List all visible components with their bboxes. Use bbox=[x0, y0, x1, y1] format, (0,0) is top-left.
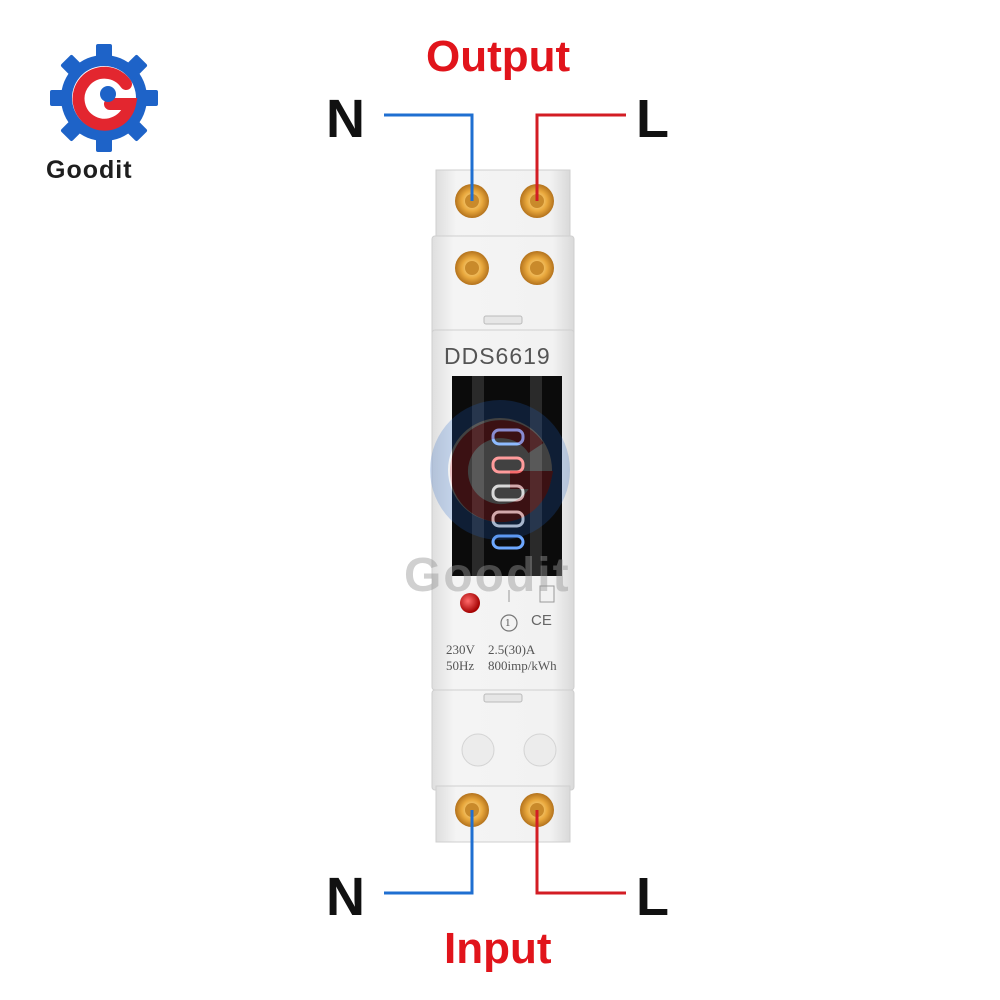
ce-mark: CE bbox=[531, 612, 552, 629]
top-clip bbox=[483, 315, 523, 325]
bottom-clip bbox=[483, 693, 523, 703]
output-live-wire bbox=[535, 113, 626, 201]
meter-model: DDS6619 bbox=[444, 343, 551, 369]
hole-right bbox=[523, 733, 557, 767]
display-bar-left bbox=[472, 376, 484, 576]
output-neutral-wire bbox=[384, 113, 474, 201]
counter-wheels bbox=[491, 428, 525, 550]
frequency-spec: 50Hz bbox=[446, 658, 475, 673]
input-neutral-label: N bbox=[326, 867, 365, 927]
hole-left bbox=[461, 733, 495, 767]
display-bar-right bbox=[530, 376, 542, 576]
input-neutral-wire bbox=[384, 810, 474, 895]
class-mark-circle bbox=[500, 614, 518, 632]
watermark-text: Goodit bbox=[404, 549, 571, 602]
brand-logo: Goodit bbox=[40, 42, 170, 192]
output-live-label: L bbox=[636, 89, 669, 149]
input-live-label: L bbox=[636, 867, 669, 927]
brand-logo-icon bbox=[50, 44, 158, 152]
display-window bbox=[452, 376, 562, 576]
pulse-led bbox=[460, 593, 480, 613]
input-live-wire bbox=[535, 810, 626, 895]
input-title: Input bbox=[444, 924, 552, 973]
output-title: Output bbox=[426, 32, 571, 81]
watermark-logo-icon bbox=[430, 400, 570, 540]
double-insulation-icon bbox=[539, 585, 555, 603]
output-neutral-label: N bbox=[326, 89, 365, 149]
class-mark: 1 bbox=[505, 617, 511, 629]
voltage-spec: 230V bbox=[446, 642, 475, 657]
screw-mid-left bbox=[455, 251, 489, 285]
constant-spec: 800imp/kWh bbox=[488, 658, 557, 673]
screw-mid-right bbox=[520, 251, 554, 285]
brand-name: Goodit bbox=[46, 156, 133, 184]
current-spec: 2.5(30)A bbox=[488, 642, 536, 657]
